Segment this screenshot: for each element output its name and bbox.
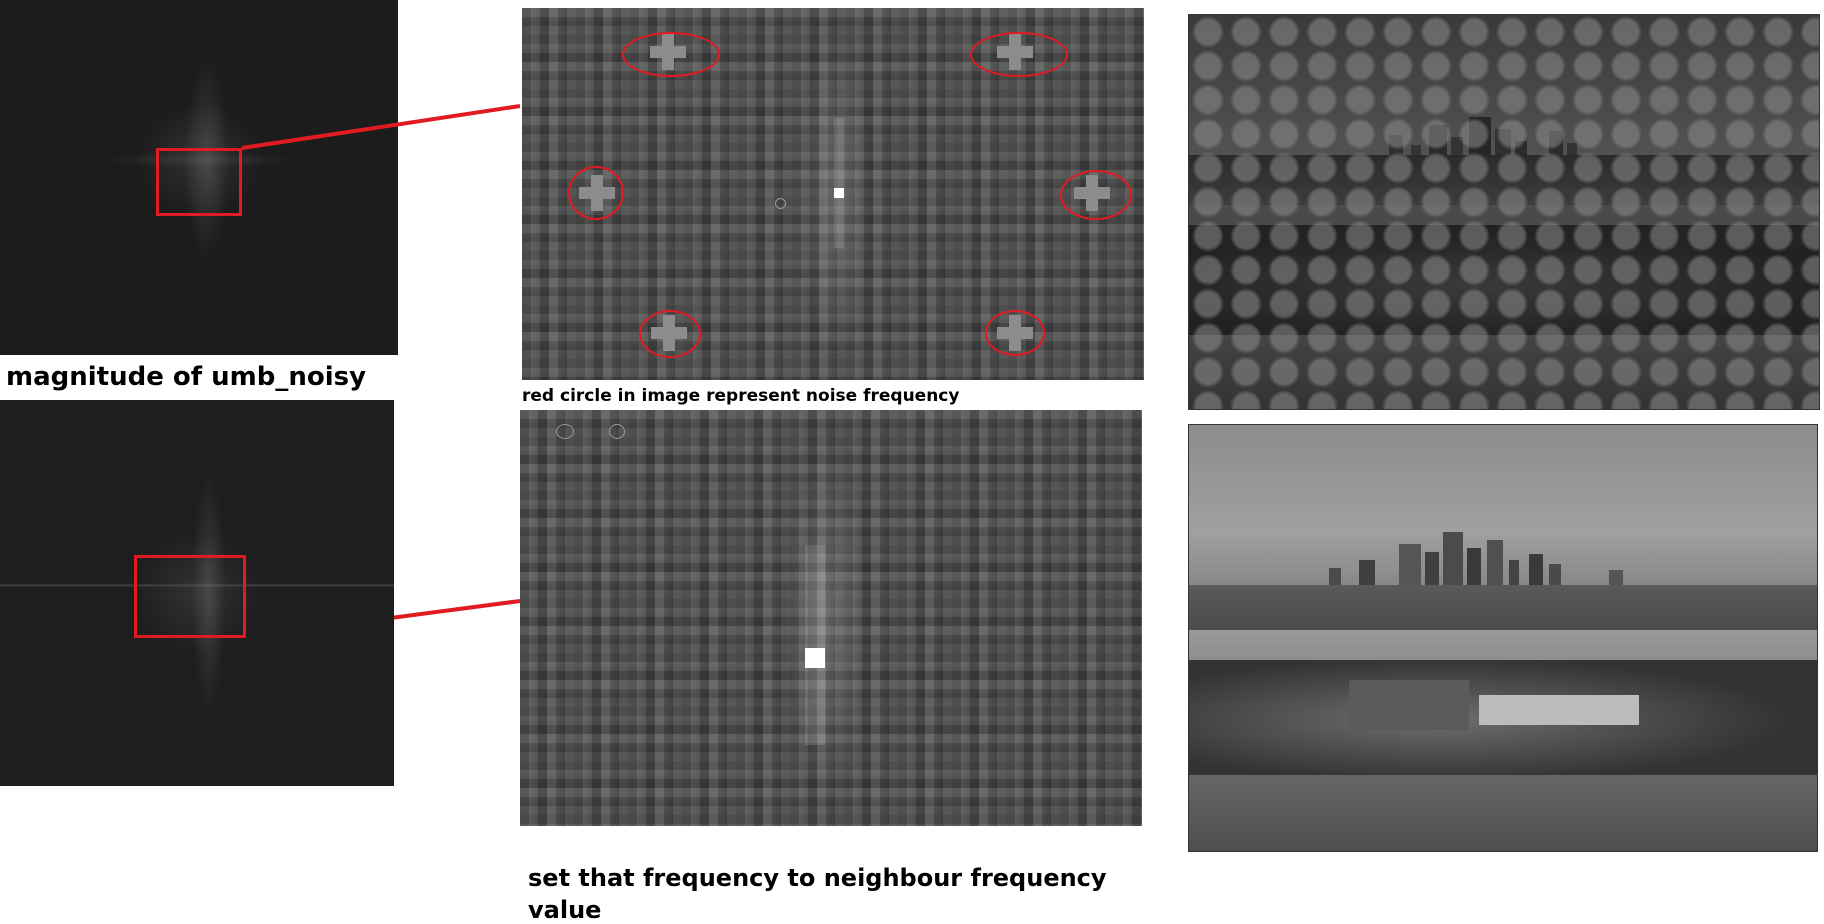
clean-lower-water [1189, 775, 1817, 851]
magnitude-label: magnitude of umb_noisy [6, 362, 367, 392]
fix-note-line-1: set that frequency to neighbour frequenc… [528, 864, 1107, 892]
dc-component [834, 188, 844, 198]
zoomed-noisy-spectrum [522, 8, 1144, 380]
clean-main-building [1349, 680, 1469, 730]
clean-skyline [1189, 520, 1817, 590]
noise-circle-3 [568, 166, 624, 220]
clean-hospital-building [1479, 695, 1639, 725]
noise-circle-2 [970, 32, 1068, 77]
noise-circle-5 [639, 310, 701, 358]
noise-circle-1 [622, 32, 720, 77]
center-glow-column-filtered [776, 410, 876, 826]
cursor-marker-1 [556, 424, 574, 439]
noisy-magnitude-spectrum [0, 0, 398, 355]
zoom-region-box [156, 148, 242, 216]
noise-circle-4 [1060, 170, 1132, 220]
dc-component-filtered [805, 648, 825, 668]
filtered-magnitude-spectrum [0, 400, 394, 786]
cleaned-city-photo [1188, 424, 1818, 852]
cursor-marker-2 [609, 424, 625, 439]
noisy-city-photo [1188, 14, 1820, 410]
center-streak [834, 118, 844, 248]
center-streak-filtered [805, 545, 825, 745]
fix-note-line-2: value [528, 896, 602, 924]
noise-frequency-note: red circle in image represent noise freq… [522, 386, 960, 406]
clean-city-band [1189, 585, 1817, 635]
noise-circle-6 [985, 310, 1045, 356]
zoom-region-box-filtered [134, 555, 246, 638]
zoomed-filtered-spectrum [520, 410, 1142, 826]
periodic-noise-pattern [1189, 15, 1819, 409]
cursor-marker [775, 198, 786, 209]
